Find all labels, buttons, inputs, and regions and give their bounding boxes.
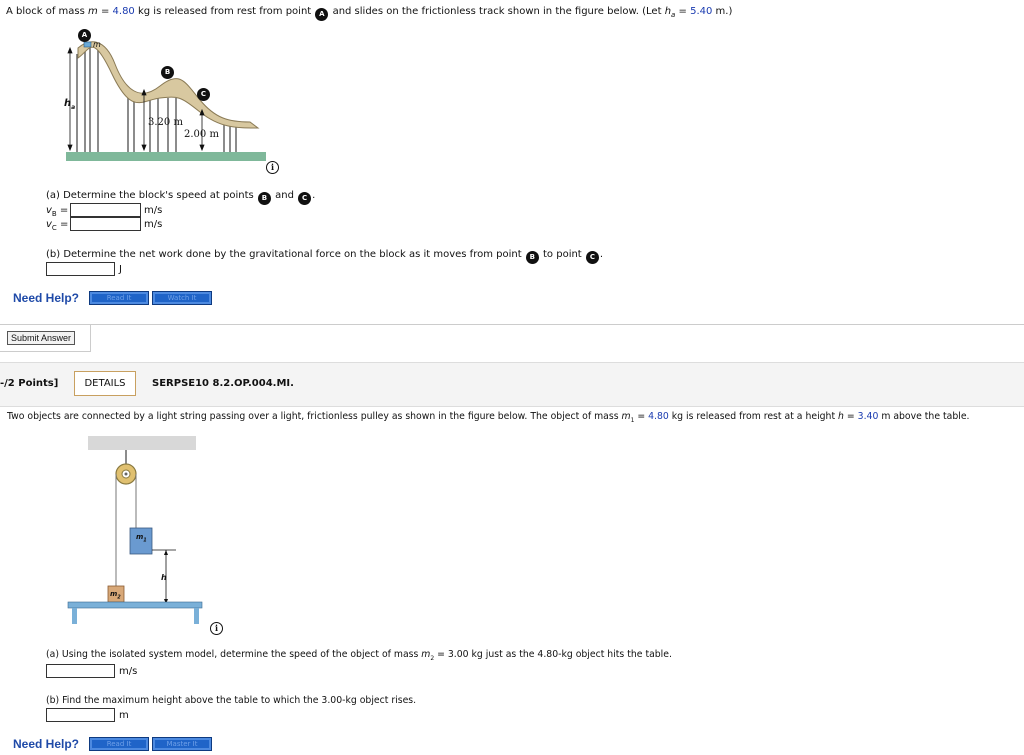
vc-label: vC = bbox=[46, 219, 69, 232]
submit-divider bbox=[0, 324, 1024, 325]
submit-panel bbox=[0, 324, 91, 352]
part-b-prompt: (b) Determine the net work done by the g… bbox=[46, 249, 603, 264]
vb-input[interactable] bbox=[70, 203, 141, 217]
vb-unit: m/s bbox=[144, 205, 163, 216]
read-it-button[interactable]: Read It bbox=[89, 291, 149, 305]
p2-part-a-prompt: (a) Using the isolated system model, det… bbox=[46, 649, 672, 662]
read-it-button-2[interactable]: Read It bbox=[89, 737, 149, 751]
mass1-value: 4.80 bbox=[648, 411, 669, 422]
track-figure bbox=[66, 41, 266, 161]
need-help-label-2: Need Help? bbox=[13, 737, 80, 751]
height-unit: m bbox=[119, 710, 129, 721]
dim-3-20-label: 3.20 m bbox=[148, 117, 183, 128]
figure-point-a-icon: A bbox=[78, 29, 91, 42]
speed-unit: m/s bbox=[119, 666, 138, 677]
info-icon[interactable]: i bbox=[210, 622, 223, 635]
part-a-prompt: (a) Determine the block's speed at point… bbox=[46, 190, 315, 205]
vc-unit: m/s bbox=[144, 219, 163, 230]
need-help-label: Need Help? bbox=[13, 291, 80, 305]
submit-answer-button[interactable]: Submit Answer bbox=[7, 331, 76, 345]
p2-part-b-prompt: (b) Find the maximum height above the ta… bbox=[46, 695, 417, 706]
work-unit: J bbox=[119, 264, 122, 275]
point-b-icon: B bbox=[525, 251, 539, 264]
point-a-icon: A bbox=[315, 8, 329, 21]
work-input[interactable] bbox=[46, 262, 115, 276]
point-b-icon: B bbox=[257, 192, 271, 205]
h-label: h bbox=[161, 573, 167, 582]
problem1-intro: A block of mass m = 4.80 kg is released … bbox=[6, 6, 733, 21]
m2-label: m2 bbox=[110, 590, 121, 601]
figure-point-b-icon: B bbox=[161, 66, 174, 79]
dim-2-00-label: 2.00 m bbox=[184, 129, 219, 140]
vb-label: vB = bbox=[46, 205, 69, 218]
figure-h-label: ha bbox=[64, 98, 76, 111]
details-button[interactable]: DETAILS bbox=[74, 371, 136, 396]
master-it-button[interactable]: Master It bbox=[152, 737, 212, 751]
info-icon[interactable]: i bbox=[266, 161, 279, 174]
m1-label: m1 bbox=[136, 533, 147, 544]
height-value: 5.40 bbox=[690, 6, 713, 17]
vc-input[interactable] bbox=[70, 217, 141, 231]
problem2-header bbox=[0, 362, 1024, 407]
mass-value: 4.80 bbox=[112, 6, 135, 17]
watch-it-button[interactable]: Watch It bbox=[152, 291, 212, 305]
pulley-figure bbox=[67, 436, 203, 624]
height2-value: 3.40 bbox=[857, 411, 879, 422]
figure-m-label: m bbox=[93, 40, 101, 49]
problem2-intro: Two objects are connected by a light str… bbox=[7, 411, 970, 424]
height-input[interactable] bbox=[46, 708, 115, 722]
speed-input[interactable] bbox=[46, 664, 115, 678]
problem-code: SERPSE10 8.2.OP.004.MI. bbox=[152, 378, 294, 389]
figure-point-c-icon: C bbox=[197, 88, 210, 101]
points-label: -/2 Points] bbox=[0, 378, 59, 389]
point-c-icon: C bbox=[585, 251, 599, 264]
point-c-icon: C bbox=[298, 192, 312, 205]
